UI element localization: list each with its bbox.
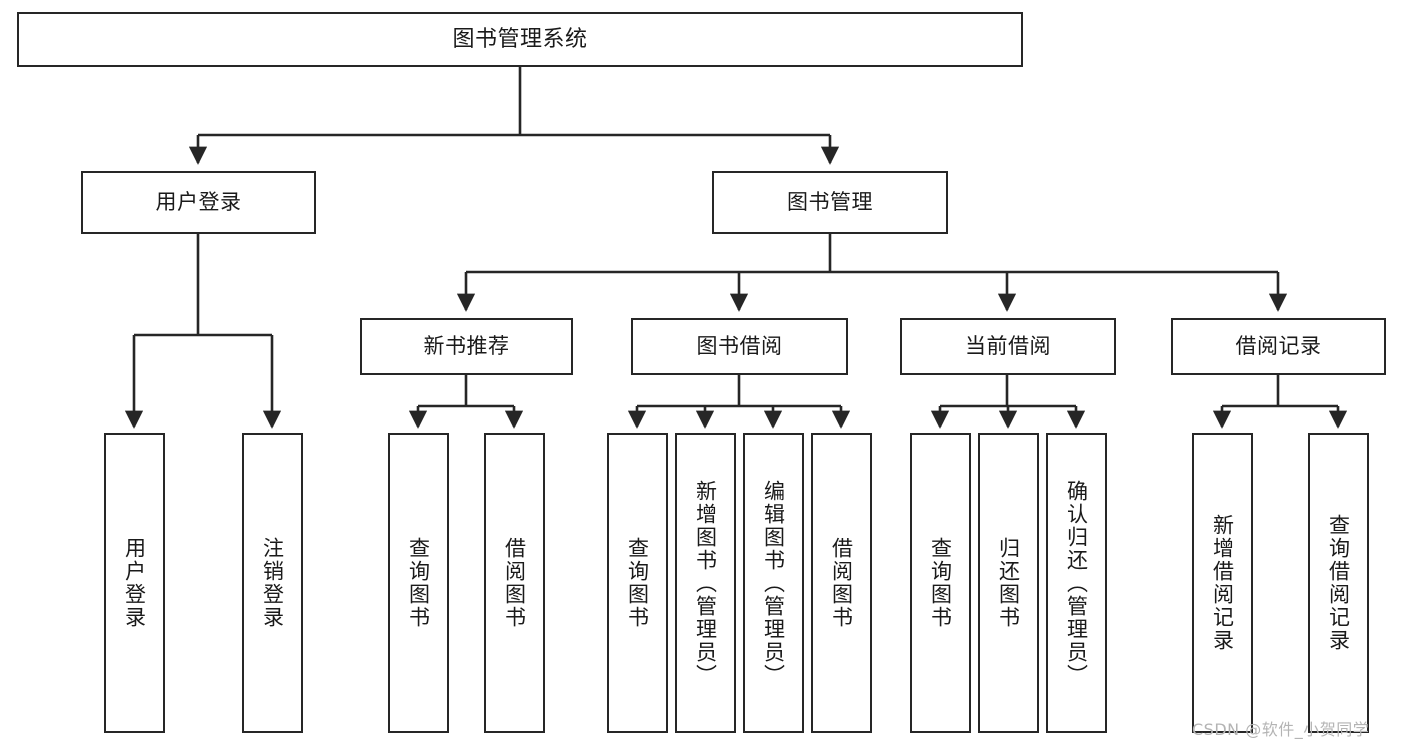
leaf-record-query-record[interactable]: 查询借阅记录 [1308, 433, 1369, 733]
leaf-recommend-borrow-book[interactable]: 借阅图书 [484, 433, 545, 733]
node-book-borrow[interactable]: 图书借阅 [631, 318, 848, 375]
node-label: 用户登录 [122, 537, 147, 629]
node-label: 新增借阅记录 [1210, 514, 1235, 652]
leaf-recommend-query-book[interactable]: 查询图书 [388, 433, 449, 733]
node-user-login[interactable]: 用户登录 [81, 171, 316, 234]
leaf-user-login-signin[interactable]: 用户登录 [104, 433, 165, 733]
node-label: 查询图书 [928, 537, 953, 629]
node-label: 归还图书 [996, 537, 1021, 629]
leaf-current-confirm-return[interactable]: 确认归还（管理员） [1046, 433, 1107, 733]
leaf-user-login-signout[interactable]: 注销登录 [242, 433, 303, 733]
leaf-borrow-edit-book[interactable]: 编辑图书（管理员） [743, 433, 804, 733]
leaf-current-return-book[interactable]: 归还图书 [978, 433, 1039, 733]
node-label: 查询图书 [406, 537, 431, 629]
node-label: 新书推荐 [423, 334, 510, 359]
node-label: 确认归还（管理员） [1064, 479, 1089, 687]
node-label: 查询借阅记录 [1326, 514, 1351, 652]
node-new-book-recommend[interactable]: 新书推荐 [360, 318, 573, 375]
node-book-management[interactable]: 图书管理 [712, 171, 948, 234]
node-current-borrow[interactable]: 当前借阅 [900, 318, 1116, 375]
leaf-borrow-query-book[interactable]: 查询图书 [607, 433, 668, 733]
node-label: 图书管理系统 [452, 26, 588, 52]
node-book-management-system[interactable]: 图书管理系统 [17, 12, 1023, 67]
node-label: 注销登录 [260, 537, 285, 629]
leaf-record-add-record[interactable]: 新增借阅记录 [1192, 433, 1253, 733]
node-label: 用户登录 [155, 190, 242, 215]
node-borrow-record[interactable]: 借阅记录 [1171, 318, 1386, 375]
node-label: 编辑图书（管理员） [761, 479, 786, 687]
node-label: 查询图书 [625, 537, 650, 629]
node-label: 借阅图书 [502, 537, 527, 629]
node-label: 图书借阅 [696, 334, 783, 359]
node-label: 当前借阅 [965, 334, 1051, 359]
csdn-watermark: CSDN @软件_小贺同学 [1192, 720, 1370, 739]
node-label: 借阅记录 [1235, 334, 1322, 359]
node-label: 借阅图书 [829, 537, 854, 629]
node-label: 新增图书（管理员） [693, 479, 718, 687]
node-label: 图书管理 [787, 190, 873, 215]
leaf-current-query-book[interactable]: 查询图书 [910, 433, 971, 733]
leaf-borrow-borrow-book[interactable]: 借阅图书 [811, 433, 872, 733]
leaf-borrow-add-book[interactable]: 新增图书（管理员） [675, 433, 736, 733]
